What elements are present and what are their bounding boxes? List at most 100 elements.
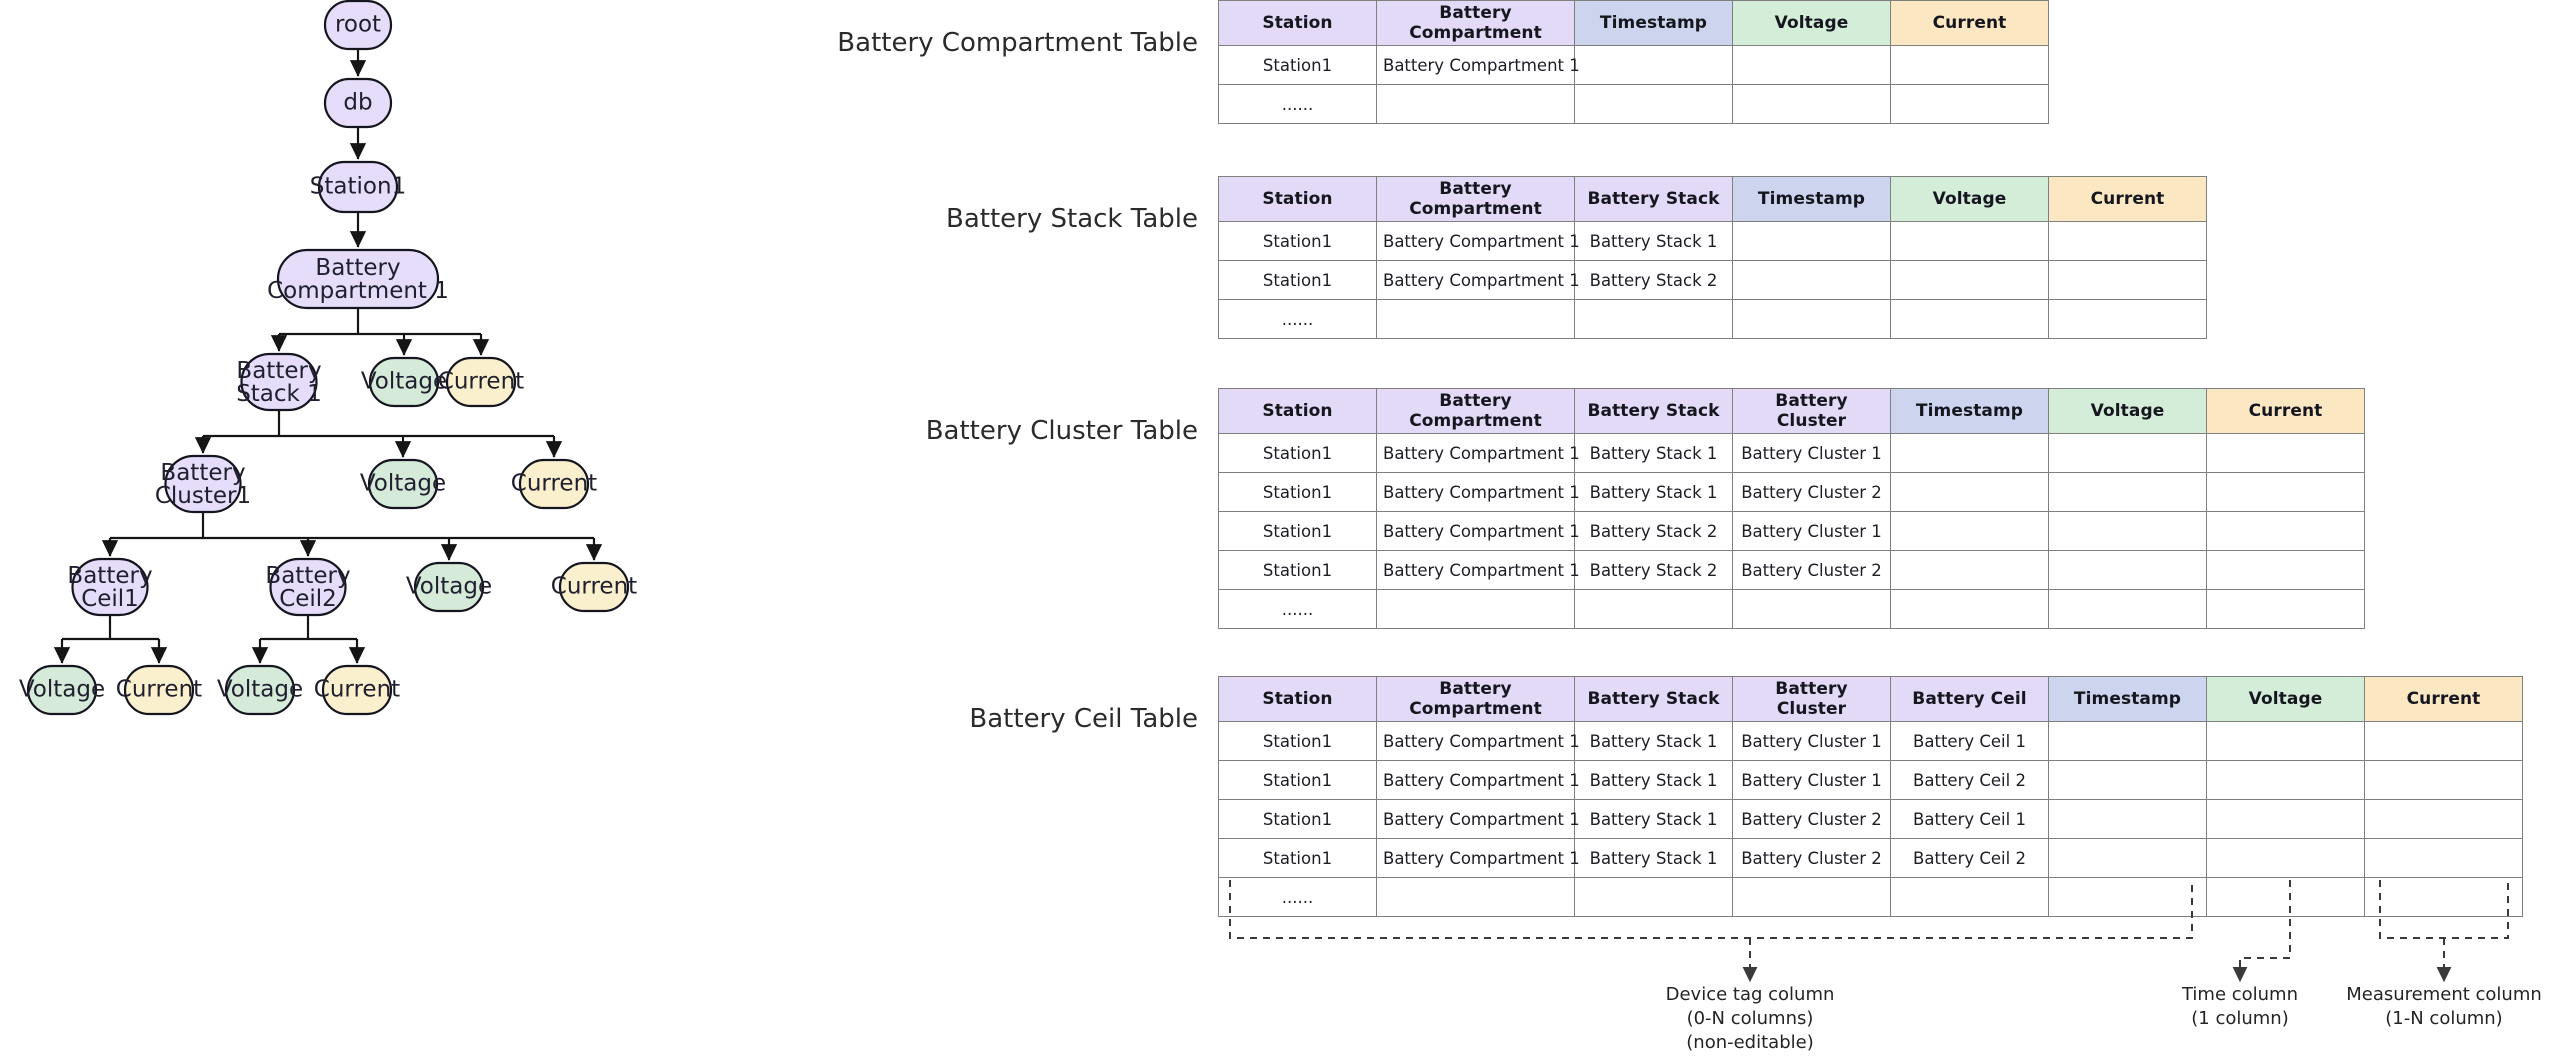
table-cell[interactable] [2048, 260, 2207, 300]
table-cell[interactable]: Battery Stack 1 [1574, 721, 1733, 761]
table-cell[interactable] [1890, 45, 2049, 85]
table-cell[interactable] [2206, 511, 2365, 551]
table-cell[interactable]: Station1 [1218, 433, 1377, 473]
table-cell[interactable] [2048, 760, 2207, 800]
table-cell[interactable] [1732, 877, 1891, 917]
table-cell[interactable] [2048, 877, 2207, 917]
table-cell[interactable]: Battery Compartment 1 [1376, 760, 1580, 800]
table-cell[interactable]: Battery Compartment 1 [1376, 799, 1580, 839]
column-header-tag[interactable]: Battery Compartment [1376, 676, 1575, 722]
column-header-tag[interactable]: Battery Cluster [1732, 388, 1891, 434]
table-cell[interactable]: Station1 [1218, 260, 1377, 300]
table-cell[interactable] [1890, 221, 2049, 261]
tree-node-bcl1v[interactable]: Voltage [406, 561, 492, 613]
column-header-tag[interactable]: Battery Stack [1574, 176, 1733, 222]
table-cell[interactable] [1376, 84, 1575, 124]
table-cell[interactable]: Battery Stack 2 [1574, 550, 1733, 590]
tree-node-st1[interactable]: Station1 [310, 160, 406, 214]
table-cell[interactable] [1574, 299, 1733, 339]
tree-node-bc1v[interactable]: Voltage [361, 356, 447, 408]
table-cell[interactable]: Station1 [1218, 838, 1377, 878]
table-cell[interactable]: Battery Stack 1 [1574, 799, 1733, 839]
table-cell[interactable] [1732, 260, 1891, 300]
table-row[interactable]: ...... [1218, 877, 2523, 917]
table-cell[interactable] [2364, 799, 2523, 839]
table-cell[interactable]: Battery Stack 1 [1574, 433, 1733, 473]
table-cell[interactable]: Station1 [1218, 721, 1377, 761]
table-cell[interactable] [2206, 760, 2365, 800]
table-cell[interactable] [1732, 299, 1891, 339]
tree-node-c2v[interactable]: Voltage [217, 664, 303, 716]
table-cell[interactable] [1890, 511, 2049, 551]
column-header-tag[interactable]: Battery Cluster [1732, 676, 1891, 722]
tree-node-bcl1c[interactable]: Current [551, 561, 637, 613]
table-cell[interactable]: Battery Ceil 1 [1890, 721, 2049, 761]
table-cell[interactable]: Battery Stack 1 [1574, 760, 1733, 800]
table-cell[interactable]: Station1 [1218, 221, 1377, 261]
table-cell[interactable]: Station1 [1218, 760, 1377, 800]
table-cell[interactable]: Battery Stack 1 [1574, 221, 1733, 261]
table-cell[interactable] [2048, 433, 2207, 473]
table-cell[interactable] [2048, 299, 2207, 339]
tree-node-bs1v[interactable]: Voltage [360, 458, 446, 510]
table-cell[interactable]: Battery Cluster 2 [1732, 472, 1891, 512]
column-header-time[interactable]: Timestamp [2048, 676, 2207, 722]
column-header-current[interactable]: Current [1890, 0, 2049, 46]
table-cell[interactable] [1732, 221, 1891, 261]
table-cell[interactable] [1376, 589, 1575, 629]
column-header-tag[interactable]: Battery Stack [1574, 388, 1733, 434]
table-cell[interactable] [2206, 799, 2365, 839]
column-header-current[interactable]: Current [2048, 176, 2207, 222]
table-cell[interactable] [1732, 45, 1891, 85]
column-header-voltage[interactable]: Voltage [1890, 176, 2049, 222]
column-header-current[interactable]: Current [2206, 388, 2365, 434]
column-header-tag[interactable]: Station [1218, 388, 1377, 434]
table-cell[interactable]: Station1 [1218, 550, 1377, 590]
tree-node-bs1c[interactable]: Current [511, 458, 597, 510]
table-cell[interactable] [2206, 472, 2365, 512]
table-cell[interactable]: Battery Compartment 1 [1376, 45, 1580, 85]
column-header-current[interactable]: Current [2364, 676, 2523, 722]
table-cell[interactable] [2364, 877, 2523, 917]
table-cell[interactable]: ...... [1218, 299, 1377, 339]
table-cell[interactable]: Battery Compartment 1 [1376, 221, 1580, 261]
table-cell[interactable]: Battery Ceil 2 [1890, 838, 2049, 878]
table-cell[interactable]: Battery Compartment 1 [1376, 433, 1580, 473]
table-cell[interactable] [2364, 838, 2523, 878]
table-cell[interactable]: ...... [1218, 84, 1377, 124]
tree-node-db[interactable]: db [323, 77, 393, 129]
table-cell[interactable] [2206, 550, 2365, 590]
table-cell[interactable] [2206, 589, 2365, 629]
tree-node-bc1c[interactable]: Current [438, 356, 524, 408]
table-cell[interactable]: ...... [1218, 877, 1377, 917]
table-cell[interactable] [2048, 589, 2207, 629]
column-header-time[interactable]: Timestamp [1732, 176, 1891, 222]
table-cell[interactable]: Station1 [1218, 45, 1377, 85]
table-cell[interactable] [2048, 221, 2207, 261]
column-header-voltage[interactable]: Voltage [2048, 388, 2207, 434]
table-cell[interactable] [1890, 589, 2049, 629]
table-row[interactable]: ...... [1218, 84, 2049, 124]
table-cell[interactable] [2048, 550, 2207, 590]
tree-node-c1c[interactable]: Current [116, 664, 202, 716]
table-cell[interactable]: Battery Stack 1 [1574, 472, 1733, 512]
table-cell[interactable] [1574, 45, 1733, 85]
table-cell[interactable] [2364, 760, 2523, 800]
table-row[interactable]: ...... [1218, 299, 2207, 339]
table-cell[interactable]: Battery Compartment 1 [1376, 721, 1580, 761]
table-cell[interactable]: Battery Compartment 1 [1376, 472, 1580, 512]
table-cell[interactable]: Battery Cluster 2 [1732, 838, 1891, 878]
